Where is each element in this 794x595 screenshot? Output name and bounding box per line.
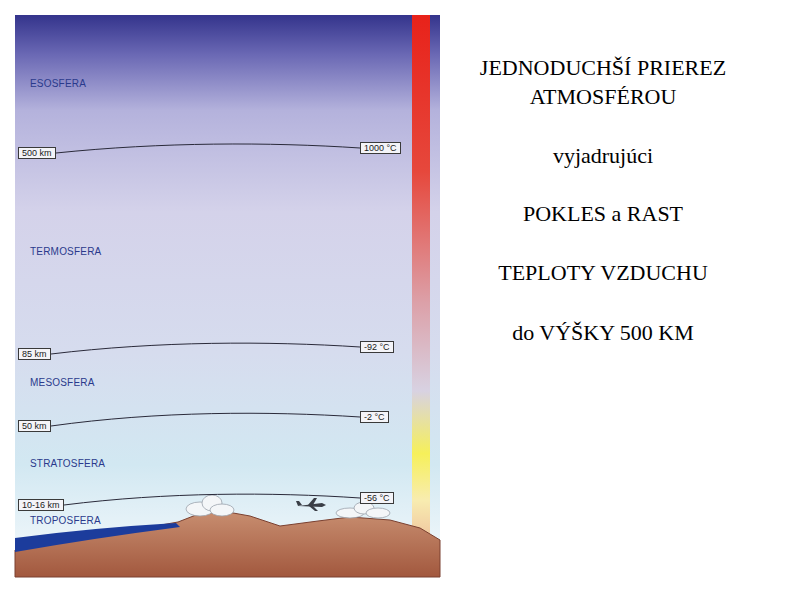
layer-name: TROPOSFERA (30, 515, 101, 526)
temperature-box: -92 °C (360, 341, 394, 353)
box-text: 500 km (22, 148, 52, 158)
box-text: 50 km (22, 421, 47, 431)
ground (15, 511, 440, 577)
layer-name: STRATOSFERA (30, 458, 105, 469)
subtitle-text: vyjadrujúci (438, 141, 768, 170)
layer-name: TERMOSFERA (30, 246, 101, 257)
boundary-line (56, 144, 360, 153)
altitude-box: 500 km (18, 147, 56, 159)
ocean (15, 523, 180, 552)
altitude-box: 50 km (18, 420, 51, 432)
subtitle-text: TEPLOTY VZDUCHU (438, 258, 768, 287)
boundary-line (51, 343, 360, 354)
altitude-box: 10-16 km (18, 499, 64, 511)
box-text: -92 °C (364, 342, 390, 352)
title: JEDNODUCHŠÍ PRIEREZ ATMOSFÉROU (438, 53, 768, 111)
box-text: 85 km (22, 349, 47, 359)
temperature-box: -2 °C (360, 411, 389, 423)
subtitle-text: POKLES a RAST (438, 199, 768, 228)
boundary-line (64, 494, 360, 505)
boundary-line (51, 413, 360, 426)
subtitle-text: do VÝŠKY 500 KM (438, 318, 768, 347)
temperature-box: 1000 °C (360, 142, 401, 154)
cloud (336, 502, 390, 518)
box-text: 1000 °C (364, 143, 397, 153)
box-text: -56 °C (364, 493, 390, 503)
temperature-box: -56 °C (360, 492, 394, 504)
temperature-bar (412, 15, 430, 537)
layer-name: MESOSFERA (30, 377, 95, 388)
box-text: 10-16 km (22, 500, 60, 510)
altitude-box: 85 km (18, 348, 51, 360)
layer-name: ESOSFERA (30, 78, 86, 89)
sky-panel (15, 15, 440, 577)
cloud (186, 495, 234, 516)
box-text: -2 °C (364, 412, 385, 422)
airplane (296, 498, 326, 511)
